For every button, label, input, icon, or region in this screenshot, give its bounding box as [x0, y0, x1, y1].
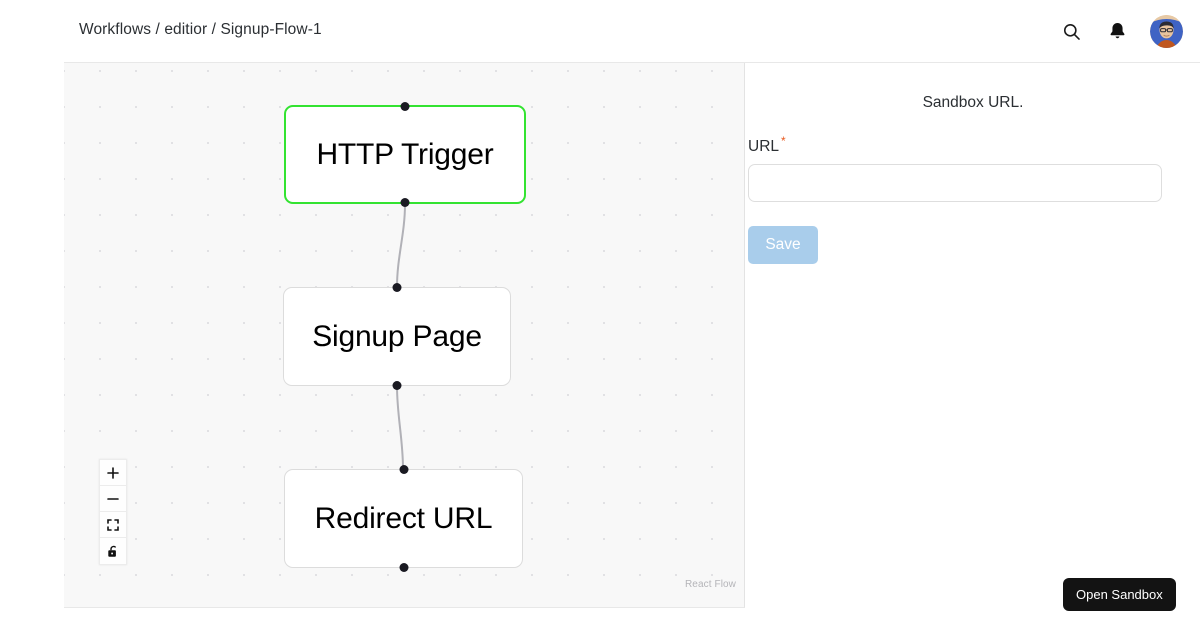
react-flow-attribution[interactable]: React Flow	[684, 579, 736, 590]
url-field-label: URL*	[748, 134, 786, 156]
zoom-in-icon[interactable]	[100, 460, 126, 486]
node-handle-source[interactable]	[392, 381, 402, 390]
save-button[interactable]: Save	[748, 226, 818, 264]
zoom-out-icon[interactable]	[100, 486, 126, 512]
breadcrumb: Workflows / editior / Signup-Flow-1	[79, 21, 322, 38]
required-marker: *	[781, 134, 786, 148]
avatar[interactable]	[1150, 15, 1183, 48]
properties-panel: Sandbox URL. URL* Save	[746, 63, 1200, 630]
panel-title: Sandbox URL.	[922, 94, 1024, 111]
fit-view-icon[interactable]	[100, 512, 126, 538]
flow-controls	[99, 459, 127, 565]
flow-canvas[interactable]: HTTP Trigger Signup Page Redirect URL	[64, 63, 745, 608]
node-handle-source[interactable]	[399, 563, 408, 572]
header-actions	[1058, 0, 1183, 63]
open-sandbox-button[interactable]: Open Sandbox	[1063, 578, 1176, 611]
url-label-text: URL	[748, 138, 780, 156]
flow-node-label: Signup Page	[312, 319, 482, 353]
node-handle-source[interactable]	[400, 198, 410, 207]
flow-node-label: Redirect URL	[314, 501, 493, 535]
flow-node-http-trigger[interactable]: HTTP Trigger	[284, 102, 526, 207]
search-icon[interactable]	[1058, 19, 1084, 45]
node-handle-target[interactable]	[392, 283, 402, 292]
app-root: Workflows / editior / Signup-Flow-1	[64, 0, 1200, 630]
flow-node-label: HTTP Trigger	[316, 137, 494, 171]
flow-node-signup-page[interactable]: Signup Page	[283, 283, 511, 390]
node-handle-target[interactable]	[399, 465, 408, 474]
node-handle-target[interactable]	[400, 102, 410, 111]
bell-icon[interactable]	[1104, 19, 1130, 45]
top-header: Workflows / editior / Signup-Flow-1	[64, 0, 1200, 63]
unlock-icon[interactable]	[100, 538, 126, 564]
flow-node-redirect-url[interactable]: Redirect URL	[284, 465, 523, 572]
url-input[interactable]	[748, 164, 1162, 202]
